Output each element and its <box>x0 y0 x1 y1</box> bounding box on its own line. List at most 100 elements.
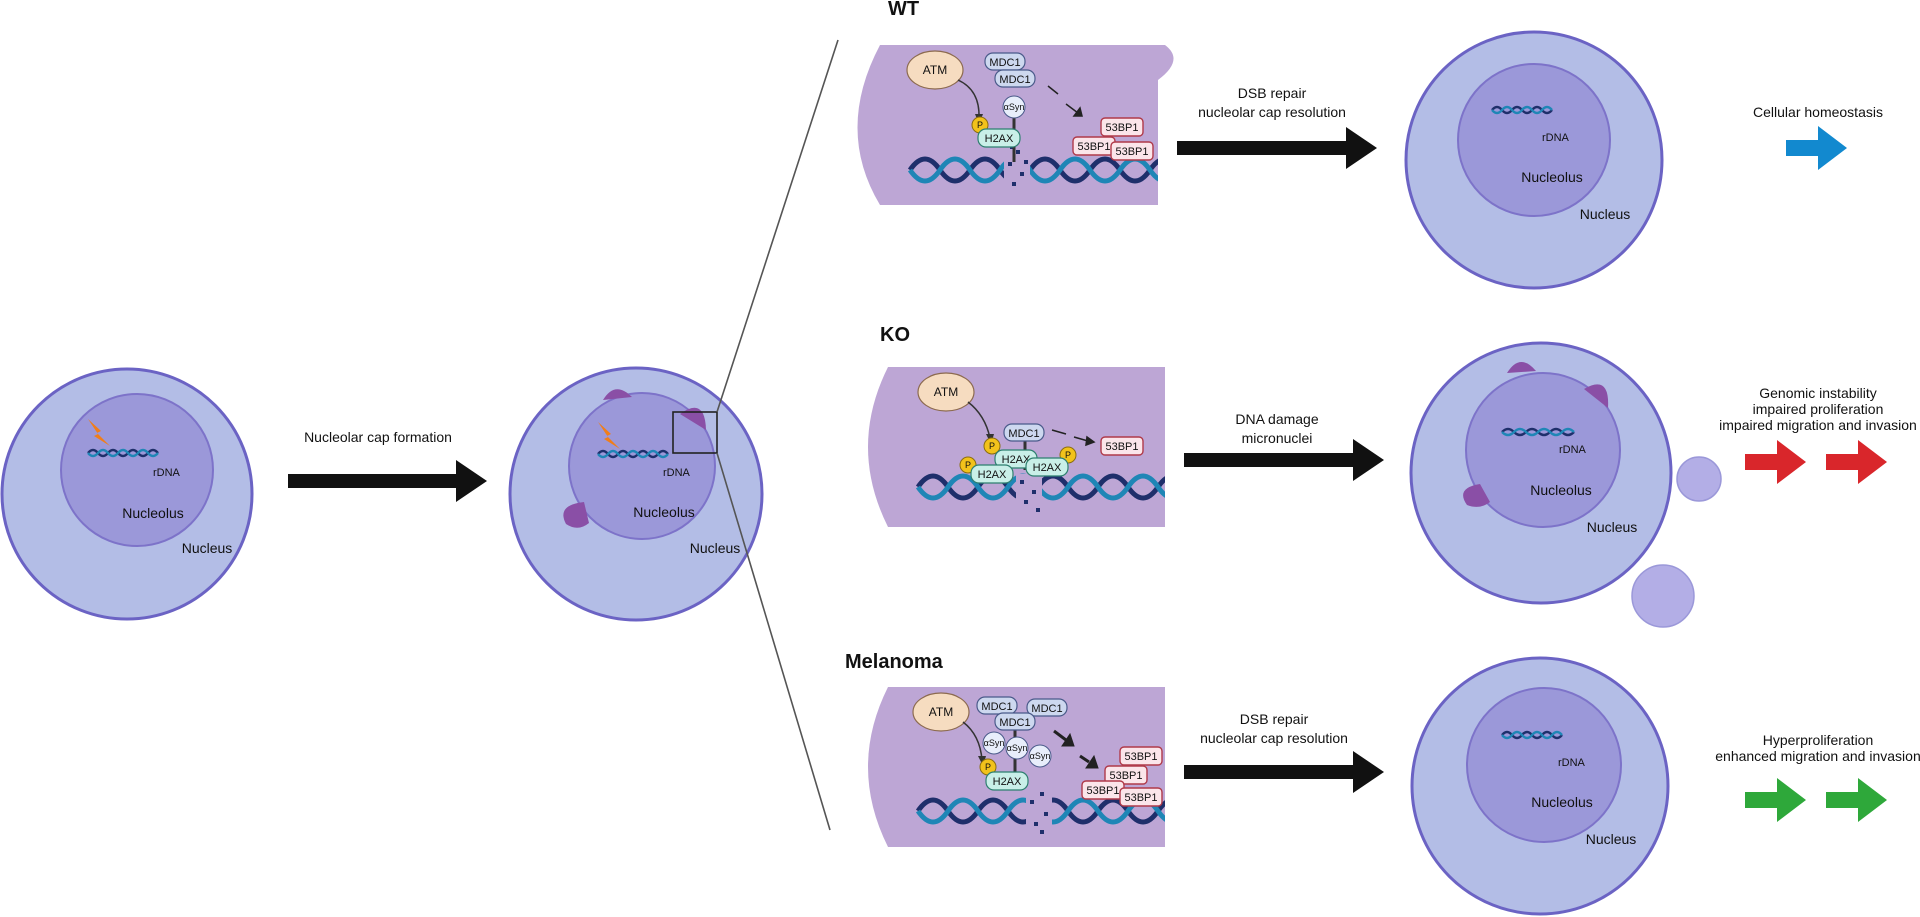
outcome-label: nucleolar cap resolution <box>1198 104 1346 120</box>
black-arrow <box>1184 439 1384 481</box>
result-label: impaired proliferation <box>1753 401 1884 417</box>
svg-text:H2AX: H2AX <box>978 469 1007 481</box>
nucleolus <box>60 393 214 547</box>
mdc1-protein <box>994 712 1036 731</box>
svg-text:MDC1: MDC1 <box>999 717 1030 729</box>
svg-text:αSyn: αSyn <box>1004 102 1025 112</box>
phospho-p <box>983 437 1001 455</box>
nucleolus <box>1465 372 1621 528</box>
asyn-protein <box>1028 744 1052 768</box>
recruit-arrows <box>1053 729 1099 769</box>
svg-text:53BP1: 53BP1 <box>1109 770 1142 782</box>
green-arrow <box>1745 778 1806 822</box>
cell-initial: rDNA Nucleolus Nucleus <box>0 367 254 621</box>
result-label: enhanced migration and invasion <box>1715 748 1920 764</box>
asyn-protein <box>1002 95 1026 119</box>
step-arrow: Nucleolar cap formation <box>288 429 487 502</box>
result-label: impaired migration and invasion <box>1719 417 1917 433</box>
svg-text:53BP1: 53BP1 <box>1115 146 1148 158</box>
dna-strand <box>915 797 1165 825</box>
rdna-label: rDNA <box>153 467 181 479</box>
step-label: Nucleolar cap formation <box>304 429 452 445</box>
outcome-label: DNA damage <box>1235 411 1318 427</box>
recruit-arrows <box>1047 85 1083 117</box>
svg-text:H2AX: H2AX <box>993 776 1022 788</box>
outcome-label: DSB repair <box>1240 711 1309 727</box>
micronucleus <box>1676 456 1722 502</box>
recruit-arrows <box>1051 429 1096 447</box>
svg-text:53BP1: 53BP1 <box>1077 141 1110 153</box>
svg-text:MDC1: MDC1 <box>989 57 1020 69</box>
53bp1-protein <box>1100 117 1144 137</box>
nucleus-label: Nucleus <box>1586 831 1637 847</box>
row-header: Melanoma <box>845 651 944 673</box>
atm-protein <box>917 372 975 412</box>
nucleolar-cap <box>1463 484 1490 507</box>
result-label: Hyperproliferation <box>1763 732 1874 748</box>
rdna-helix <box>597 449 669 459</box>
nucleolus-label: Nucleolus <box>1531 794 1592 810</box>
lightning-icon <box>88 419 110 446</box>
svg-text:P: P <box>965 460 971 470</box>
svg-text:H2AX: H2AX <box>1002 454 1031 466</box>
nucleus-label: Nucleus <box>182 540 233 556</box>
rdna-label: rDNA <box>1559 444 1587 456</box>
svg-text:53BP1: 53BP1 <box>1124 792 1157 804</box>
mechanism-panel: ATM MDC1 P P P H2AX H2AX H2AX 53BP1 <box>868 367 1165 527</box>
blue-arrow <box>1786 126 1847 170</box>
cell-with-caps: rDNA Nucleolus Nucleus <box>508 39 839 831</box>
svg-text:MDC1: MDC1 <box>981 701 1012 713</box>
black-arrow <box>288 460 487 502</box>
mdc1-protein <box>1003 423 1045 442</box>
svg-text:αSyn: αSyn <box>1007 743 1028 753</box>
nucleolus <box>1457 63 1611 217</box>
svg-text:P: P <box>985 762 991 772</box>
h2ax-protein <box>977 128 1021 148</box>
nucleus-label: Nucleus <box>1587 519 1638 535</box>
zoom-line-bottom <box>716 452 831 831</box>
dna-strand <box>915 473 1165 501</box>
row-wt: WT ATM MDC1 MDC1 αSyn P H <box>857 0 1883 290</box>
mdc1-protein <box>1026 698 1068 717</box>
h2ax-protein <box>970 464 1014 484</box>
row-melanoma: Melanoma ATM MDC1 MDC1 MDC1 αSyn <box>845 651 1920 916</box>
svg-text:αSyn: αSyn <box>984 738 1005 748</box>
svg-text:MDC1: MDC1 <box>1031 703 1062 715</box>
nucleus-label: Nucleus <box>690 540 741 556</box>
zoom-line-top <box>716 39 839 413</box>
53bp1-protein <box>1104 765 1148 785</box>
zoom-box <box>672 411 718 454</box>
nucleolar-cap <box>1507 361 1536 373</box>
svg-text:H2AX: H2AX <box>985 133 1014 145</box>
svg-text:P: P <box>1065 450 1071 460</box>
53bp1-protein <box>1119 787 1163 807</box>
h2ax-protein <box>1025 457 1069 477</box>
result-label: Cellular homeostasis <box>1753 104 1883 120</box>
rdna-helix <box>1491 105 1553 115</box>
lightning-icon <box>598 422 620 449</box>
atm-protein <box>912 692 970 732</box>
svg-text:53BP1: 53BP1 <box>1105 441 1138 453</box>
svg-text:P: P <box>989 441 995 451</box>
svg-text:53BP1: 53BP1 <box>1086 785 1119 797</box>
nucleolus-label: Nucleolus <box>1530 482 1591 498</box>
svg-text:53BP1: 53BP1 <box>1124 751 1157 763</box>
53bp1-protein <box>1110 141 1154 161</box>
row-header: WT <box>888 0 919 20</box>
nucleolar-cap <box>603 389 632 400</box>
outcome-label: micronuclei <box>1242 430 1313 446</box>
row-header: KO <box>880 324 910 346</box>
outcome-label: DSB repair <box>1238 85 1307 101</box>
atm-protein <box>906 50 964 90</box>
dna-strand <box>907 156 1174 184</box>
53bp1-protein <box>1100 436 1144 456</box>
green-arrow <box>1826 778 1887 822</box>
svg-text:P: P <box>977 120 983 130</box>
outcome-label: nucleolar cap resolution <box>1200 730 1348 746</box>
micronucleus <box>1631 564 1695 628</box>
result-label: Genomic instability <box>1759 385 1877 401</box>
mechanism-panel: ATM MDC1 MDC1 αSyn P H2AX 53BP1 53BP1 53… <box>857 45 1174 205</box>
svg-text:ATM: ATM <box>923 63 947 77</box>
nucleolus-label: Nucleolus <box>1521 169 1582 185</box>
mechanism-panel: ATM MDC1 MDC1 MDC1 αSyn αSyn αSyn P H2AX <box>868 687 1165 847</box>
